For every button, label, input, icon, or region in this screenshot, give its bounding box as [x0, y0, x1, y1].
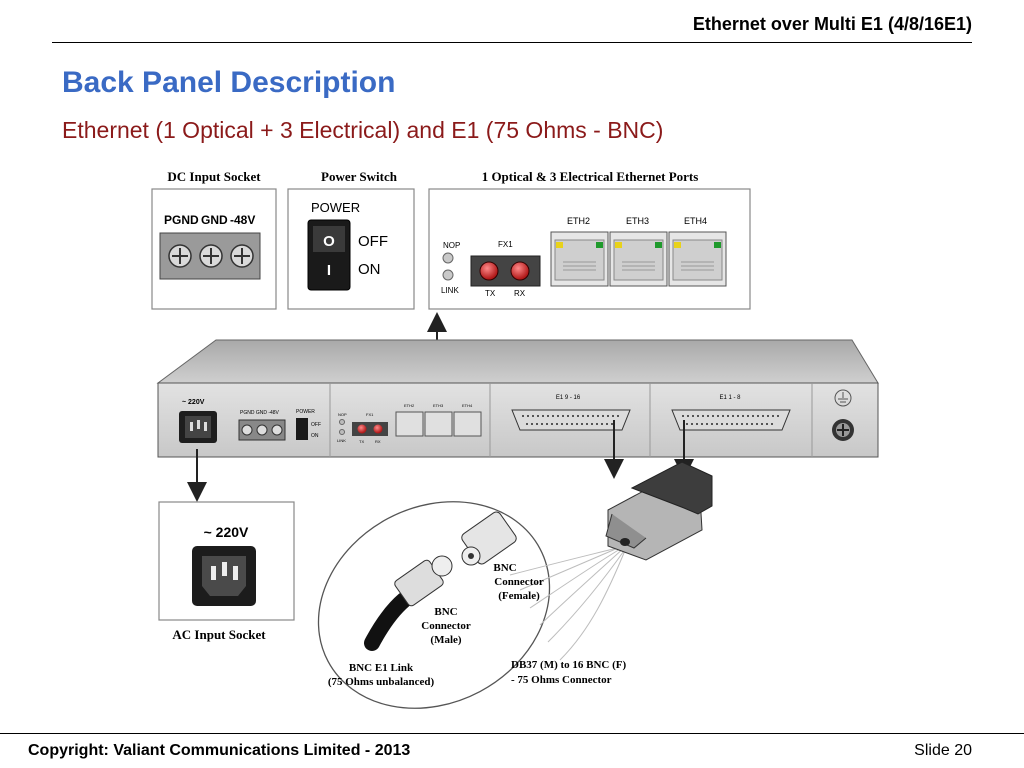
power-switch-label: Power Switch [321, 169, 398, 184]
panel-ac-label: ~ 220V [182, 399, 205, 406]
db37-port-icon [511, 409, 631, 431]
panel-tx-label: TX [359, 439, 364, 444]
ground-symbol-icon [834, 389, 852, 407]
ac-input-socket-box: ~ 220V [158, 501, 295, 621]
tx-label: TX [485, 289, 496, 298]
rx-port-icon [510, 261, 530, 281]
rj45-port-icon [668, 231, 727, 287]
dc-input-socket-box: PGND GND -48V [151, 188, 277, 310]
tx-port-icon [479, 261, 499, 281]
bnc-male-connector-icon [364, 555, 453, 651]
terminal-screw-icon [199, 244, 223, 268]
db37-line1: DB37 (M) to 16 BNC (F) [511, 659, 627, 671]
panel-screw-icon [241, 424, 253, 436]
eth2-label: ETH2 [567, 216, 590, 226]
panel-e1-1-8-label: E1 1 - 8 [719, 395, 741, 401]
minus48v-label: -48V [230, 213, 255, 227]
bnc-male-line1: BNC [434, 606, 457, 618]
panel-link-label: LINK [337, 438, 346, 443]
ethernet-ports-label: 1 Optical & 3 Electrical Ethernet Ports [482, 169, 699, 184]
terminal-screw-icon [230, 244, 254, 268]
ac-socket-icon [192, 546, 256, 606]
db37-connector-icon [605, 461, 713, 561]
panel-power-switch-icon [296, 418, 308, 440]
header-title: Ethernet over Multi E1 (4/8/16E1) [692, 14, 972, 34]
db37-port-icon [671, 409, 791, 431]
power-label: POWER [311, 200, 360, 215]
bnc-female-line2: Connector [494, 576, 544, 588]
bnc-link-line2: (75 Ohms unbalanced) [328, 676, 435, 688]
panel-dc-label: PGND GND -48V [240, 410, 280, 416]
panel-rj45-icon [453, 411, 482, 437]
db37-line2: - 75 Ohms Connector [511, 674, 612, 686]
nop-label: NOP [443, 241, 460, 250]
eth3-label: ETH3 [626, 216, 649, 226]
panel-fx1-label: FX1 [366, 412, 374, 417]
eth4-label: ETH4 [684, 216, 707, 226]
link-label: LINK [441, 286, 459, 295]
on-label: ON [358, 261, 381, 278]
link-led-icon [442, 269, 454, 281]
panel-eth2-label: ETH2 [404, 403, 415, 408]
ground-screw-icon [832, 419, 854, 441]
panel-eth3-label: ETH3 [433, 403, 444, 408]
power-switch-box: POWER O I OFF ON [287, 188, 415, 310]
panel-on-label: ON [311, 433, 319, 439]
panel-rj45-icon [424, 411, 453, 437]
cable-fan-lines [509, 544, 627, 661]
panel-rj45-icon [395, 411, 424, 437]
panel-ac-socket-icon [179, 411, 217, 443]
chassis: ~ 220V PGND GND -48V POWER OFF ON NOP LI… [156, 339, 879, 458]
cable-detail-ellipse [317, 501, 551, 709]
pgnd-label: PGND [164, 213, 199, 227]
dc-input-socket-label: DC Input Socket [167, 169, 261, 184]
panel-power-label: POWER [296, 409, 315, 415]
switch-o-mark: O [323, 233, 335, 250]
bnc-female-connector-icon [461, 511, 517, 566]
bnc-female-line1: BNC [493, 562, 516, 574]
panel-e1-9-16-label: E1 9 - 16 [556, 395, 581, 401]
bnc-male-line3: (Male) [430, 634, 461, 646]
terminal-screw-icon [168, 244, 192, 268]
ac-voltage-label: ~ 220V [204, 524, 249, 540]
panel-eth4-label: ETH4 [462, 403, 473, 408]
ac-input-socket-label: AC Input Socket [172, 627, 266, 642]
rx-label: RX [514, 289, 526, 298]
slide-subtitle: Ethernet (1 Optical + 3 Electrical) and … [62, 117, 664, 143]
off-label: OFF [358, 233, 388, 250]
slide-number: Slide 20 [914, 742, 972, 759]
nop-led-icon [442, 252, 454, 264]
bnc-female-line3: (Female) [498, 590, 540, 602]
panel-off-label: OFF [311, 422, 321, 428]
footer-copyright: Copyright: Valiant Communications Limite… [28, 742, 411, 759]
panel-nop-label: NOP [338, 412, 347, 417]
slide-title: Back Panel Description [62, 66, 396, 99]
panel-screw-icon [271, 424, 283, 436]
panel-rx-label: RX [375, 439, 381, 444]
gnd-label: GND [201, 213, 228, 227]
panel-screw-icon [256, 424, 268, 436]
switch-i-mark: I [327, 262, 331, 279]
fx1-label: FX1 [498, 240, 513, 249]
footer-rule [0, 733, 1024, 734]
rj45-port-icon [609, 231, 668, 287]
ethernet-ports-box: NOP LINK FX1 TX RX ETH2 ETH3 ETH4 [428, 188, 751, 310]
header-rule [52, 42, 972, 43]
bnc-link-line1: BNC E1 Link [349, 662, 414, 674]
bnc-male-line2: Connector [421, 620, 471, 632]
rj45-port-icon [550, 231, 609, 287]
